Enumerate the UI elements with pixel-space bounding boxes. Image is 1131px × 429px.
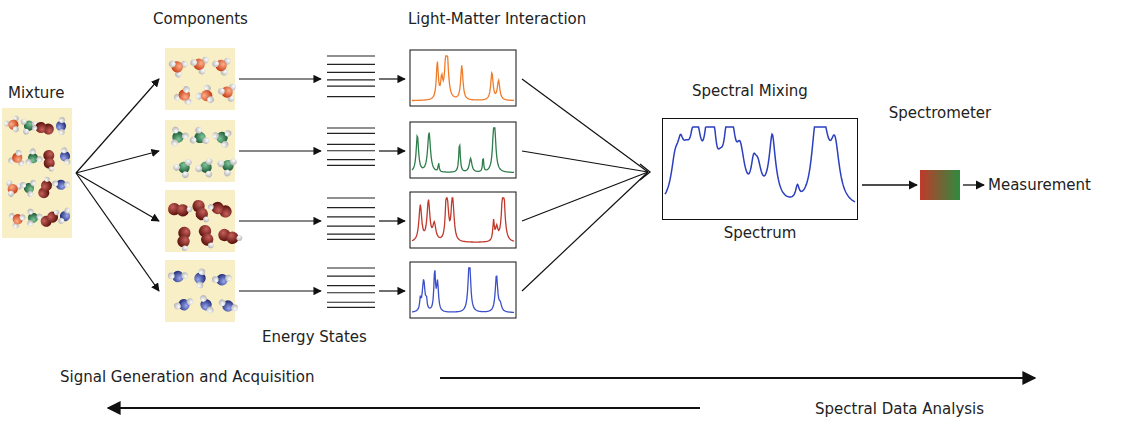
flow-arrow — [239, 78, 321, 79]
energy-levels — [327, 128, 375, 165]
molecule — [21, 147, 44, 170]
molecule — [39, 208, 63, 229]
component-spectrum-frame — [410, 262, 516, 318]
flow-arrow — [379, 220, 405, 221]
process-label: Signal Generation and Acquisition — [60, 368, 314, 386]
molecule — [176, 226, 191, 251]
molecule — [197, 224, 215, 251]
molecule — [31, 120, 54, 135]
molecule — [56, 206, 74, 227]
mixture-panel — [2, 108, 72, 238]
energy-levels — [327, 198, 375, 239]
molecule — [52, 179, 71, 191]
process-label: Spectral Data Analysis — [815, 400, 984, 418]
component-panel — [165, 120, 235, 182]
spectrometer-box: Spectrometer — [920, 170, 960, 200]
molecule — [22, 208, 44, 230]
molecule — [167, 202, 193, 218]
output-label: Measurement — [988, 176, 1091, 194]
output-arrow — [963, 184, 984, 185]
component-spectrum-frame — [410, 192, 516, 248]
component-spectrum — [412, 56, 514, 101]
molecule — [172, 154, 197, 179]
flow-arrow — [239, 220, 321, 221]
component-spectrum-frame — [410, 50, 516, 106]
molecule — [210, 54, 231, 76]
split-arrow — [76, 79, 159, 173]
molecule — [56, 117, 67, 135]
component-panel — [165, 48, 235, 110]
molecule — [210, 126, 232, 148]
energy-levels — [327, 56, 375, 97]
molecule — [43, 150, 55, 172]
spectrum-box: Spectrum — [662, 118, 858, 220]
flow-arrow — [239, 290, 321, 291]
component-spectrum-frame — [410, 122, 516, 178]
mixing-line — [522, 79, 648, 172]
component-panel — [165, 190, 235, 252]
flow-arrow — [379, 150, 405, 151]
molecule — [37, 176, 55, 200]
section-label: Energy States — [262, 328, 367, 346]
molecule — [168, 271, 188, 283]
molecule — [211, 273, 232, 286]
molecule — [173, 83, 196, 105]
molecule — [189, 126, 214, 151]
mixture-panel: Mixture — [2, 108, 72, 238]
molecule — [8, 148, 28, 167]
mixed-spectrum — [665, 127, 855, 202]
split-arrow — [76, 173, 159, 291]
component-spectrum — [412, 128, 514, 172]
flow-arrow — [239, 150, 321, 151]
molecule — [193, 268, 207, 289]
molecule — [194, 154, 218, 178]
mixing-line — [522, 172, 648, 221]
molecule — [196, 293, 216, 316]
molecule — [206, 198, 233, 219]
molecule — [8, 209, 28, 230]
section-label: Light-Matter Interaction — [408, 10, 586, 28]
molecule — [188, 53, 210, 75]
molecule — [216, 153, 241, 178]
mixing-line — [522, 172, 648, 291]
split-arrow — [76, 151, 159, 173]
energy-levels — [327, 268, 375, 307]
process-arrow — [108, 407, 700, 409]
component-spectrum — [412, 268, 514, 312]
molecule — [3, 115, 25, 136]
mixing-arrowhead — [640, 164, 650, 180]
molecule — [217, 297, 240, 315]
molecule — [2, 180, 22, 200]
process-arrow — [440, 377, 1035, 379]
section-label: Spectral Mixing — [692, 82, 808, 100]
molecule — [191, 198, 212, 225]
split-arrow — [76, 173, 159, 221]
molecule — [165, 55, 189, 79]
node-heading: Spectrometer — [889, 104, 992, 122]
flow-arrow — [379, 78, 405, 79]
molecule — [20, 179, 39, 198]
molecule — [217, 82, 236, 102]
flow-arrow — [379, 290, 405, 291]
molecule — [165, 125, 190, 150]
molecule — [58, 146, 72, 166]
section-label: Components — [153, 10, 248, 28]
component-panel — [165, 260, 235, 322]
mixing-line — [522, 151, 648, 172]
molecule — [217, 227, 244, 247]
node-heading: Spectrum — [724, 224, 797, 242]
molecule — [173, 296, 196, 313]
node-heading: Mixture — [8, 84, 64, 102]
molecule — [195, 84, 220, 109]
component-spectrum — [412, 198, 514, 242]
flow-arrow — [862, 184, 917, 185]
